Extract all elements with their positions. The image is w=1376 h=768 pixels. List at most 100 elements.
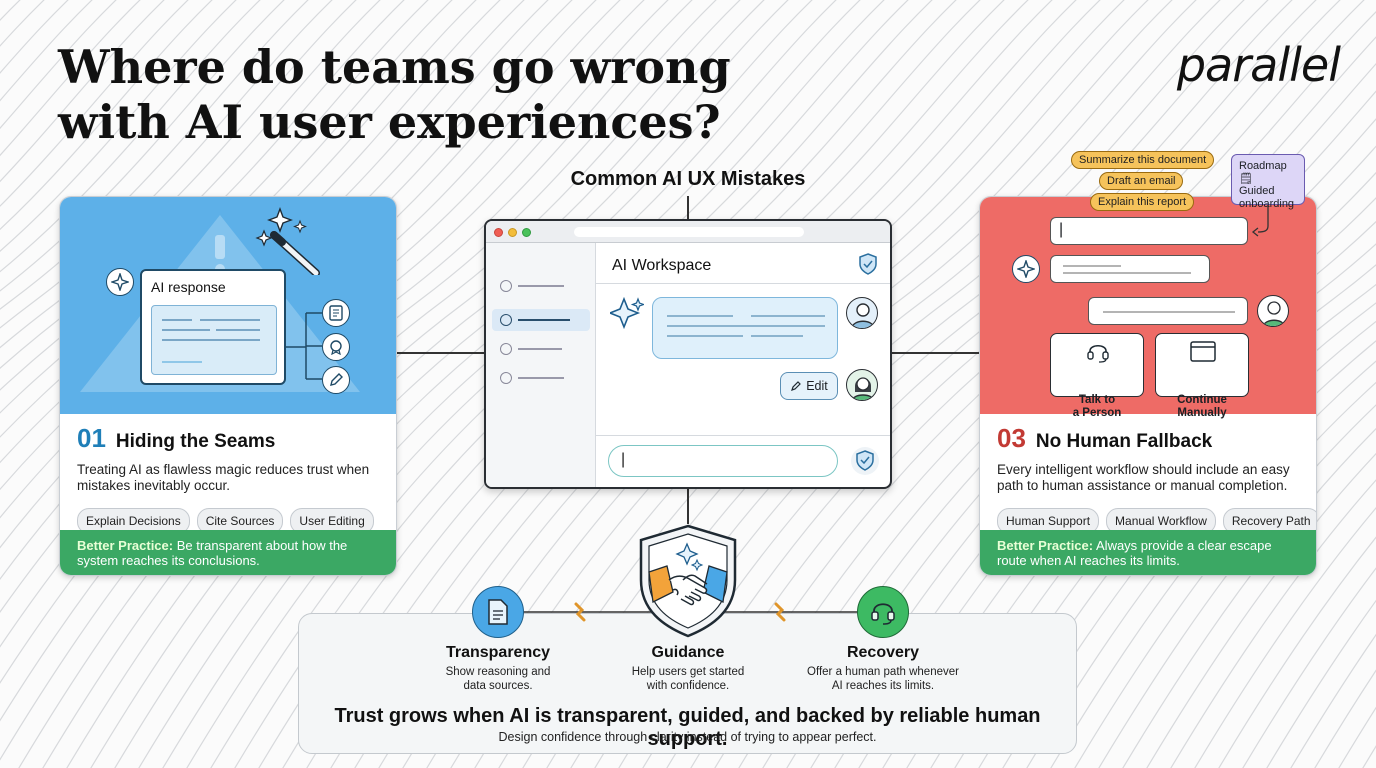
background-line — [0, 0, 16, 768]
magic-wand-icon — [255, 207, 320, 275]
prompt-input[interactable]: | — [1050, 217, 1248, 245]
card-no-human-fallback: | Talk to a Person — [979, 196, 1317, 576]
sidebar-item-people[interactable] — [492, 338, 590, 360]
background-line — [1026, 340, 1376, 768]
tag-pill: Manual Workflow — [1106, 508, 1216, 534]
background-line — [66, 0, 765, 768]
prompt-chip[interactable]: Explain this report — [1090, 193, 1195, 211]
card-illustration: | Talk to a Person — [980, 197, 1316, 419]
card-number: 01 — [77, 423, 106, 453]
background-line — [0, 0, 261, 273]
sidebar-item-settings[interactable] — [492, 367, 590, 389]
window-zoom-dot — [522, 228, 531, 237]
tag-pill: Explain Decisions — [77, 508, 190, 534]
tag-pill: Recovery Path — [1222, 508, 1316, 534]
talk-to-person-button[interactable]: Talk to a Person — [1050, 333, 1144, 419]
card-description: Treating AI as flawless magic reduces tr… — [77, 462, 370, 493]
background-line — [1146, 452, 1376, 768]
background-line — [1098, 404, 1376, 768]
background-line — [1170, 479, 1376, 768]
background-line — [1362, 745, 1376, 768]
background-line — [1218, 536, 1376, 768]
window-titlebar — [486, 221, 890, 243]
background-line — [0, 0, 285, 292]
background-line — [0, 0, 189, 207]
ai-message-bubble — [652, 297, 838, 359]
pencil-icon — [791, 381, 802, 391]
brand-logo: parallel — [1176, 38, 1341, 92]
globe-icon — [500, 372, 512, 384]
handshake-shield-icon — [635, 522, 741, 640]
background-line — [0, 0, 69, 74]
connector-left — [396, 352, 486, 354]
card-number: 03 — [997, 423, 1026, 453]
background-line — [18, 0, 717, 768]
workspace-title: AI Workspace — [612, 257, 712, 274]
ai-workspace-window: AI Workspace Edit | — [484, 219, 892, 489]
headset-icon — [857, 586, 909, 638]
pillar-description: Help users get started with confidence. — [631, 666, 745, 692]
edit-button[interactable]: Edit — [780, 372, 838, 400]
background-line — [0, 0, 117, 130]
talk-to-person-label: Talk to a Person — [1072, 394, 1122, 419]
window-minimize-dot — [508, 228, 517, 237]
window-icon — [1190, 341, 1216, 362]
better-practice-bar: Better Practice: Always provide a clear … — [980, 530, 1316, 575]
pillar-transparency: Transparency Show reasoning and data sou… — [403, 586, 593, 693]
background-line — [1194, 507, 1376, 768]
better-practice-label: Better Practice: — [77, 538, 174, 553]
page-title: Where do teams go wrong with AI user exp… — [58, 40, 731, 149]
background-line — [42, 0, 741, 768]
human-avatar — [846, 369, 878, 401]
connector-bottom — [687, 488, 689, 524]
document-icon — [322, 299, 350, 327]
pillar-title: Recovery — [846, 644, 920, 661]
card-title: Hiding the Seams — [115, 431, 276, 452]
headset-icon — [1087, 344, 1109, 363]
sidebar-item-home[interactable] — [492, 275, 590, 297]
connector-right — [890, 352, 980, 354]
background-line — [930, 264, 1376, 768]
background-line — [522, 0, 1221, 768]
ai-response-label: AI response — [151, 279, 226, 295]
workspace-sidebar — [486, 243, 596, 487]
background-line — [978, 302, 1376, 768]
pillar-title: Guidance — [651, 644, 725, 661]
continue-manually-label: Continue Manually — [1177, 394, 1227, 419]
prompt-chip[interactable]: Summarize this document — [1071, 151, 1215, 169]
ai-response-content — [151, 305, 277, 375]
window-close-dot — [494, 228, 503, 237]
chat-icon — [500, 314, 512, 326]
background-line — [0, 0, 237, 252]
user-avatar — [846, 297, 878, 329]
pillar-recovery: Recovery Offer a human path whenever AI … — [788, 586, 978, 693]
document-icon — [472, 586, 524, 638]
address-bar — [574, 227, 804, 237]
pillar-description: Offer a human path whenever AI reaches i… — [807, 666, 959, 692]
background-line — [1242, 567, 1376, 768]
summary-subline: Design confidence through clarity instea… — [498, 730, 877, 744]
better-practice-label: Better Practice: — [997, 538, 1094, 553]
background-line — [0, 0, 309, 310]
background-line — [0, 0, 333, 329]
continue-manually-button[interactable]: Continue Manually — [1155, 333, 1249, 419]
sidebar-item-chat[interactable] — [492, 309, 590, 331]
background-line — [1338, 706, 1376, 768]
prompt-chip[interactable]: Draft an email — [1099, 172, 1184, 190]
background-line — [0, 0, 357, 349]
sparkle-icon — [106, 268, 134, 296]
background-line — [954, 283, 1376, 768]
card-title: No Human Fallback — [1035, 431, 1213, 452]
input-cursor: | — [621, 451, 626, 468]
better-practice-text: Be transparent about how the system reac… — [77, 538, 348, 568]
sticky-note: Roadmap 🗒 Guided onboarding — [1231, 154, 1305, 210]
send-shield-icon[interactable] — [850, 446, 880, 476]
edit-button-label: Edit — [806, 379, 828, 393]
background-line — [0, 0, 93, 102]
chat-input[interactable]: | — [608, 445, 838, 477]
badge-icon — [322, 333, 350, 361]
pillar-guidance: Guidance Help users get started with con… — [593, 640, 783, 693]
people-icon — [500, 343, 512, 355]
better-practice-text: Always provide a clear escape route when… — [997, 538, 1272, 568]
pillar-title: Transparency — [445, 644, 551, 661]
